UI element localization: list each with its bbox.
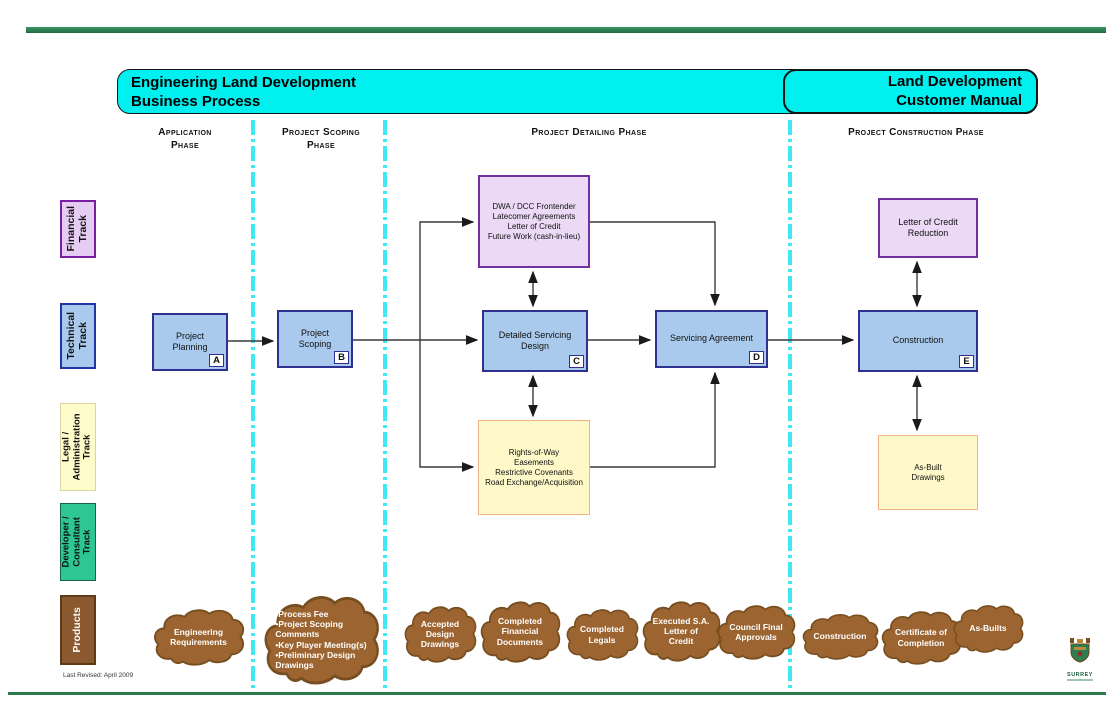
badge-a: A [209, 354, 224, 367]
cloud-certificate-of-completion: Certificate of Completion [880, 610, 962, 665]
phase-project-detailing: Project Detailing Phase [531, 127, 647, 138]
cloud-shape [881, 611, 962, 665]
cloud-label: Council Final Approvals [729, 621, 783, 642]
cloud-label: Executed S.A. Letter of Credit [652, 615, 710, 646]
box-project-planning-label: Project Planning [172, 330, 208, 352]
badge-b: B [334, 351, 349, 364]
cloud-shape [642, 601, 721, 662]
box-detailed-servicing-design: Detailed Servicing Design C [482, 310, 588, 372]
track-financial: Financial Track [60, 200, 96, 258]
track-legal-label: Legal / Administration Track [61, 413, 94, 481]
title-banner: Engineering Land Development Business Pr… [117, 69, 1038, 114]
phase-application: Application Phase [158, 127, 212, 151]
last-revised-note: Last Revised: April 2009 [63, 672, 134, 679]
box-servicing-agreement-label: Servicing Agreement [669, 333, 754, 344]
cloud-as-builts: As-Builts [952, 604, 1024, 653]
phase-divider-1 [251, 120, 255, 688]
box-dwa-frontender-label: DWA / DCC Frontender Latecomer Agreement… [487, 201, 581, 241]
cloud-label: Construction [813, 631, 867, 642]
phase-project-construction: Project Construction Phase [848, 127, 984, 138]
surrey-logo-subline [1067, 679, 1093, 681]
surrey-logo-text: SURREY [1067, 672, 1093, 678]
box-servicing-agreement: Servicing Agreement D [655, 310, 768, 368]
cloud-shape [154, 609, 245, 666]
banner-left-title: Engineering Land Development Business Pr… [131, 74, 357, 110]
track-technical: Technical Track [60, 303, 96, 369]
bottom-green-rule [8, 692, 1106, 695]
box-construction-label: Construction [892, 335, 944, 346]
track-developer-label: Developer / Consultant Track [61, 516, 94, 568]
cloud-label: As-Builts [969, 623, 1007, 634]
cloud-shape [802, 614, 879, 660]
cloud-shape [953, 605, 1024, 653]
track-products-label: Products [71, 607, 84, 653]
box-project-scoping-label: Project Scoping [298, 327, 332, 349]
banner-right-box: Land Development Customer Manual [783, 69, 1038, 114]
surrey-logo: SURREY [1057, 638, 1103, 681]
cloud-label: Completed Legals [580, 624, 624, 645]
badge-e: E [959, 355, 974, 368]
cloud-label: Completed Financial Documents [496, 616, 544, 647]
track-legal-administration: Legal / Administration Track [60, 403, 96, 491]
cloud-engineering-requirements: Engineering Requirements [152, 608, 245, 666]
track-developer-consultant: Developer / Consultant Track [60, 503, 96, 581]
badge-c: C [569, 355, 584, 368]
phase-divider-2 [383, 120, 387, 688]
cloud-shape [717, 605, 796, 660]
track-financial-label: Financial Track [65, 206, 90, 252]
cloud-shape [404, 606, 477, 663]
phase-divider-3 [788, 120, 792, 688]
cloud-shape [480, 601, 561, 663]
cloud-label: •Process Fee •Project Scoping Comments •… [275, 609, 367, 670]
cloud-label: Certificate of Completion [895, 627, 947, 648]
cloud-construction: Construction [801, 613, 879, 660]
box-as-built-drawings: As-Built Drawings [878, 435, 978, 510]
cloud-completed-legals: Completed Legals [565, 608, 639, 661]
phase-project-scoping: Project Scoping Phase [281, 127, 361, 151]
cloud-shape [566, 609, 639, 661]
cloud-accepted-design-drawings: Accepted Design Drawings [403, 605, 477, 663]
surrey-crest-icon [1070, 638, 1090, 663]
cloud-shape [264, 596, 379, 685]
cloud-council-final-approvals: Council Final Approvals [716, 604, 796, 660]
box-dwa-frontender: DWA / DCC Frontender Latecomer Agreement… [478, 175, 590, 268]
cloud-label: Engineering Requirements [170, 626, 227, 647]
cloud-completed-financial-documents: Completed Financial Documents [479, 600, 561, 663]
box-project-planning: Project Planning A [152, 313, 228, 371]
cloud-executed-sa-letter-of-credit: Executed S.A. Letter of Credit [641, 600, 721, 662]
box-rights-of-way-label: Rights-of-Way Easements Restrictive Cove… [485, 447, 583, 487]
top-green-rule [26, 27, 1106, 33]
cloud-label: Accepted Design Drawings [420, 618, 460, 649]
badge-d: D [749, 351, 764, 364]
box-project-scoping: Project Scoping B [277, 310, 353, 368]
banner-right-title: Land Development Customer Manual [887, 72, 1022, 109]
track-products: Products [60, 595, 96, 665]
box-as-built-label: As-Built Drawings [911, 462, 945, 482]
box-construction: Construction E [858, 310, 978, 372]
cloud-scoping-products: •Process Fee •Project Scoping Comments •… [262, 594, 380, 685]
box-letter-of-credit-reduction: Letter of Credit Reduction [878, 198, 978, 258]
box-rights-of-way: Rights-of-Way Easements Restrictive Cove… [478, 420, 590, 515]
track-technical-label: Technical Track [65, 312, 89, 360]
box-detailed-design-label: Detailed Servicing Design [498, 329, 572, 351]
box-loc-reduction-label: Letter of Credit Reduction [898, 216, 958, 238]
